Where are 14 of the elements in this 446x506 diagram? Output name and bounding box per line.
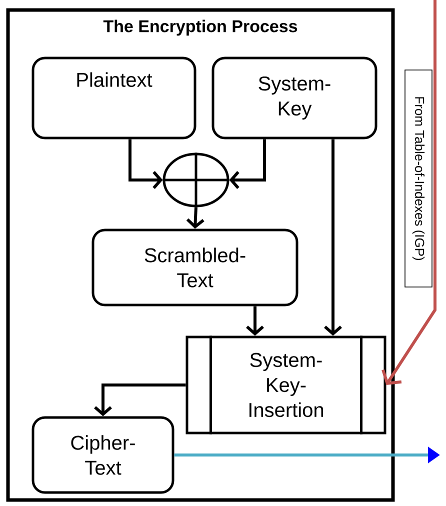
arrow: [94, 384, 186, 416]
arrow: [382, 0, 436, 385]
note-box: From Table-of-Indexes (IGP): [404, 70, 432, 288]
process-box: Plaintext: [32, 56, 196, 140]
arrow: [324, 139, 342, 336]
arrow: [246, 306, 264, 336]
predefined-process-box: System- Key- Insertion: [186, 336, 386, 434]
process-box: Cipher- Text: [32, 416, 174, 494]
arrow: [229, 139, 266, 189]
arrow: [128, 139, 163, 189]
arrow: [186, 207, 204, 229]
process-box: Scrambled- Text: [92, 228, 298, 306]
xor-symbol: [162, 152, 230, 208]
process-box: System- Key: [212, 56, 378, 140]
